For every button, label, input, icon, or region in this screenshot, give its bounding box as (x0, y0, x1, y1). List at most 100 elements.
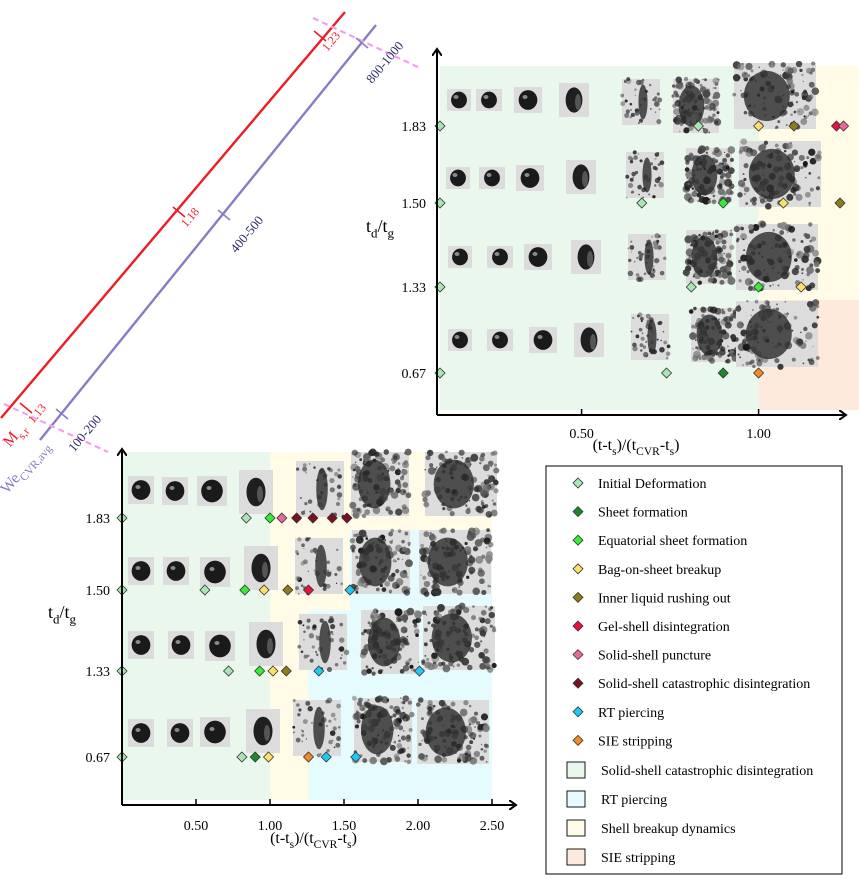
droplet-snapshot-fragment (724, 321, 732, 329)
legend-marker-label: Sheet formation (598, 506, 688, 521)
droplet-snapshot-fragment (738, 270, 741, 272)
droplet-snapshot-fragment (365, 665, 369, 669)
droplet-snapshot-fragment (480, 747, 484, 751)
droplet-snapshot-fragment (805, 340, 807, 343)
droplet-snapshot-fragment (330, 712, 336, 718)
droplet-snapshot-core (696, 314, 723, 356)
droplet-snapshot-fragment (807, 358, 811, 362)
droplet-snapshot-fragment (652, 195, 656, 199)
droplet-snapshot-fragment (356, 508, 361, 512)
droplet-snapshot-fragment (777, 284, 780, 287)
droplet-snapshot-fragment (717, 92, 720, 95)
droplet-snapshot (529, 327, 557, 353)
droplet-snapshot-fragment (485, 546, 488, 549)
event-marker (313, 665, 325, 677)
droplet-snapshot-fragment (679, 122, 684, 126)
droplet-snapshot-fragment (477, 506, 484, 514)
droplet-snapshot-fragment (624, 112, 630, 119)
droplet-snapshot-glint (453, 95, 459, 99)
droplet-snapshot-fragment (665, 356, 669, 360)
droplet-snapshot-fragment (692, 347, 695, 350)
droplet-snapshot-fragment (736, 321, 744, 329)
droplet-snapshot-fragment (397, 557, 400, 561)
droplet-snapshot-fragment (436, 466, 438, 469)
droplet-snapshot-fragment (329, 477, 335, 484)
droplet-snapshot-fragment (411, 669, 413, 671)
legend-region-label: Shell breakup dynamics (601, 822, 736, 837)
droplet-snapshot-fragment (760, 143, 767, 150)
droplet-snapshot-fragment (794, 91, 800, 97)
droplet-snapshot-fragment (483, 749, 487, 753)
droplet-snapshot-fragment (394, 608, 403, 617)
droplet-snapshot-fragment (479, 462, 482, 465)
droplet-snapshot-fragment (810, 67, 816, 73)
weber-tick-label: 400-500 (227, 213, 266, 256)
event-marker (636, 197, 648, 209)
droplet-snapshot-fragment (400, 642, 404, 645)
droplet-snapshot-fragment (478, 734, 482, 738)
droplet-snapshot-drop (451, 91, 467, 109)
droplet-snapshot-fragment (641, 332, 644, 335)
droplet-snapshot-glint (170, 566, 176, 570)
droplet-snapshot-fragment (358, 697, 363, 703)
droplet-snapshot-fragment (400, 697, 402, 699)
legend-region-label: RT piercing (601, 793, 667, 808)
droplet-snapshot-fragment (654, 184, 657, 187)
droplet-snapshot-fragment (479, 755, 485, 761)
droplet-snapshot-fragment (477, 548, 479, 550)
droplet-snapshot-fragment (764, 300, 770, 305)
droplet-snapshot-fragment (805, 332, 813, 340)
droplet-snapshot-fragment (793, 315, 798, 320)
droplet-snapshot-fragment (815, 268, 821, 273)
droplet-snapshot-fragment (799, 68, 803, 72)
droplet-snapshot-fragment (631, 316, 635, 320)
droplet-snapshot-fragment (485, 663, 491, 670)
droplet-snapshot (200, 717, 230, 747)
droplet-snapshot-fragment (658, 108, 661, 111)
droplet-snapshot-fragment (684, 167, 690, 173)
droplet-snapshot-fragment (714, 86, 717, 90)
droplet-snapshot-fragment (702, 231, 708, 238)
droplet-snapshot-fragment (640, 316, 644, 321)
legend-marker-item: Equatorial sheet formation (572, 534, 747, 549)
droplet-snapshot-sheet (257, 486, 263, 502)
droplet-snapshot-fragment (383, 449, 390, 455)
droplet-snapshot-fragment (406, 635, 409, 638)
droplet-snapshot (163, 557, 189, 585)
droplet-snapshot-fragment (396, 743, 403, 749)
droplet-snapshot-fragment (492, 479, 499, 486)
droplet-snapshot-fragment (472, 605, 475, 608)
droplet-snapshot-fragment (495, 478, 497, 480)
event-marker (837, 120, 850, 132)
droplet-snapshot-fragment (687, 182, 690, 186)
droplet-snapshot-fragment (404, 531, 409, 536)
droplet-snapshot-fragment (707, 231, 712, 236)
droplet-snapshot-fragment (400, 735, 407, 741)
droplet-snapshot-fragment (754, 299, 759, 304)
droplet-snapshot-fragment (627, 155, 633, 161)
droplet-snapshot-fragment (394, 720, 401, 728)
droplet-snapshot-fragment (752, 364, 756, 369)
droplet-snapshot-fragment (713, 91, 721, 99)
droplet-snapshot-drop (165, 481, 185, 501)
droplet-snapshot-fragment (759, 198, 766, 204)
droplet-snapshot-fragment (777, 363, 784, 370)
droplet-snapshot-fragment (659, 270, 665, 276)
droplet-snapshot-fragment (764, 200, 767, 203)
event-marker (753, 120, 765, 132)
y-axis-title-sub2: g (388, 225, 395, 240)
droplet-snapshot-drop (166, 561, 186, 581)
droplet-snapshot-fragment (636, 276, 642, 282)
droplet-snapshot-fragment (397, 617, 402, 622)
droplet-snapshot-glint (524, 173, 530, 177)
x-tick-label: 0.50 (569, 427, 594, 442)
droplet-snapshot-fragment (336, 492, 343, 498)
droplet-snapshot-fragment (702, 89, 711, 98)
droplet-snapshot-sheet (264, 725, 270, 741)
droplet-snapshot-fragment (303, 510, 306, 512)
droplet-snapshot-fragment (392, 713, 397, 718)
legend-diamond (572, 534, 584, 546)
droplet-snapshot-fragment (642, 351, 649, 358)
y-tick-label: 1.83 (86, 512, 111, 527)
weber-axis-title-sub: CVR,avg (18, 443, 55, 484)
